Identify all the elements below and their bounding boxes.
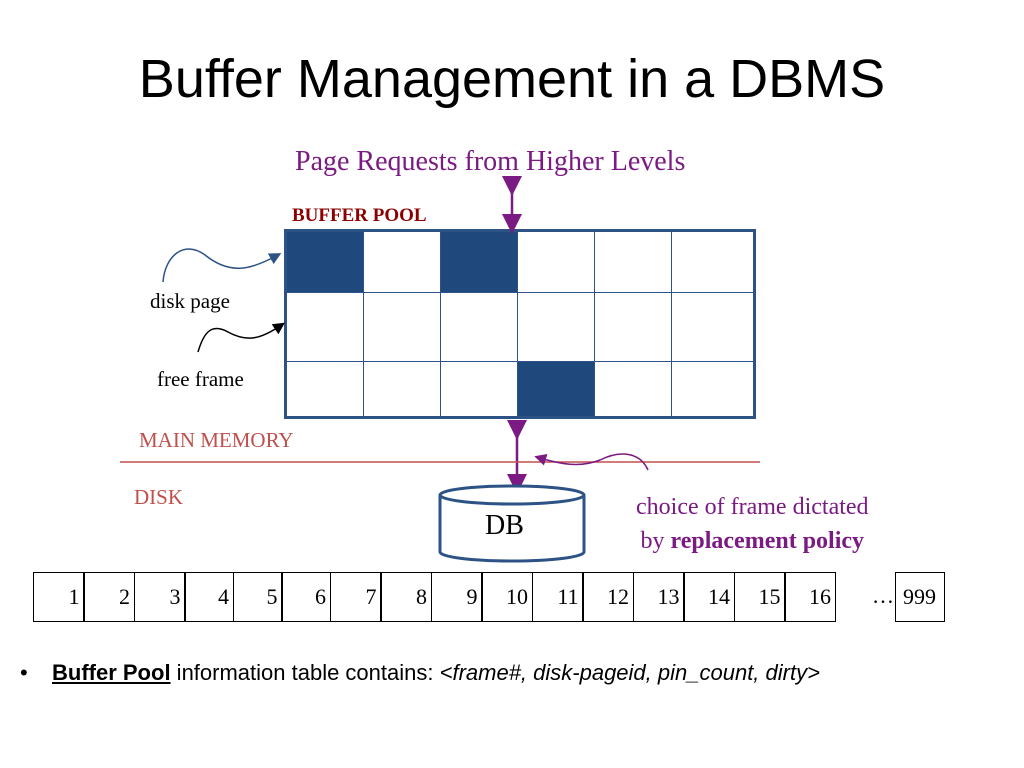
bullet-text: information table contains: (170, 660, 440, 685)
buffer-frame-occupied (287, 232, 364, 293)
disk-page-cell: 12 (582, 572, 634, 622)
free-frame-arrow (197, 322, 285, 353)
bullet-tuple: <frame#, disk-pageid, pin_count, dirty> (439, 660, 820, 685)
buffer-frame-free (672, 232, 753, 293)
disk-page-cell: 8 (380, 572, 432, 622)
buffer-frame-occupied (518, 362, 595, 416)
disk-ellipsis: … (872, 583, 894, 608)
disk-page-cell: 14 (683, 572, 735, 622)
buffer-frame-free (672, 293, 753, 362)
buffer-frame-free (595, 232, 672, 293)
buffer-frame-free (364, 362, 441, 416)
buffer-frame-occupied (441, 232, 518, 293)
buffer-frame-free (672, 362, 753, 416)
disk-page-cell: 3 (133, 572, 186, 622)
page-title: Buffer Management in a DBMS (138, 49, 886, 109)
db-label: DB (485, 510, 524, 541)
bullet-term: Buffer Pool (52, 660, 171, 685)
main-memory-label: MAIN MEMORY (139, 428, 294, 452)
buffer-frame-free (364, 232, 441, 293)
replacement-policy-note: choice of frame dictated by replacement … (636, 490, 869, 558)
db-cylinder (438, 484, 586, 563)
buffer-frame-free (441, 362, 518, 416)
buffer-frame-free (364, 293, 441, 362)
disk-page-arrow (162, 248, 282, 283)
replacement-policy-term: replacement policy (670, 528, 865, 554)
disk-page-label: disk page (150, 289, 230, 313)
disk-page-cell: 1 (32, 572, 85, 622)
buffer-frame-free (287, 362, 364, 416)
disk-page-cell: 2 (83, 572, 135, 622)
disk-page-cell: 15 (733, 572, 786, 622)
disk-page-cell: 5 (232, 572, 283, 622)
page-requests-label: Page Requests from Higher Levels (295, 146, 686, 177)
buffer-pool-label: BUFFER POOL (292, 205, 427, 226)
choice-by: by (640, 528, 671, 554)
disk-page-cell: 9 (430, 572, 483, 622)
buffer-frame-free (518, 293, 595, 362)
disk-page-last: 999 (894, 572, 945, 622)
buffer-frame-free (595, 293, 672, 362)
disk-page-cell: 7 (329, 572, 382, 622)
bullet-item: • Buffer Pool information table contains:… (20, 660, 820, 686)
disk-page-cell: 4 (184, 572, 234, 622)
disk-page-cell: 10 (481, 572, 533, 622)
bullet-marker: • (20, 660, 28, 685)
disk-page-cell: 6 (281, 572, 331, 622)
policy-arrow (534, 453, 649, 471)
disk-label: DISK (134, 485, 184, 509)
disk-page-cell: 16 (784, 572, 836, 622)
buffer-frame-free (441, 293, 518, 362)
choice-line-2: by replacement policy (636, 524, 869, 558)
disk-page-cell: 13 (632, 572, 685, 622)
choice-line-1: choice of frame dictated (636, 494, 869, 520)
free-frame-label: free frame (157, 367, 244, 391)
buffer-frame-free (518, 232, 595, 293)
buffer-frame-free (595, 362, 672, 416)
buffer-frame-free (287, 293, 364, 362)
disk-page-cell: 11 (531, 572, 584, 622)
buffer-pool-grid (284, 229, 756, 419)
